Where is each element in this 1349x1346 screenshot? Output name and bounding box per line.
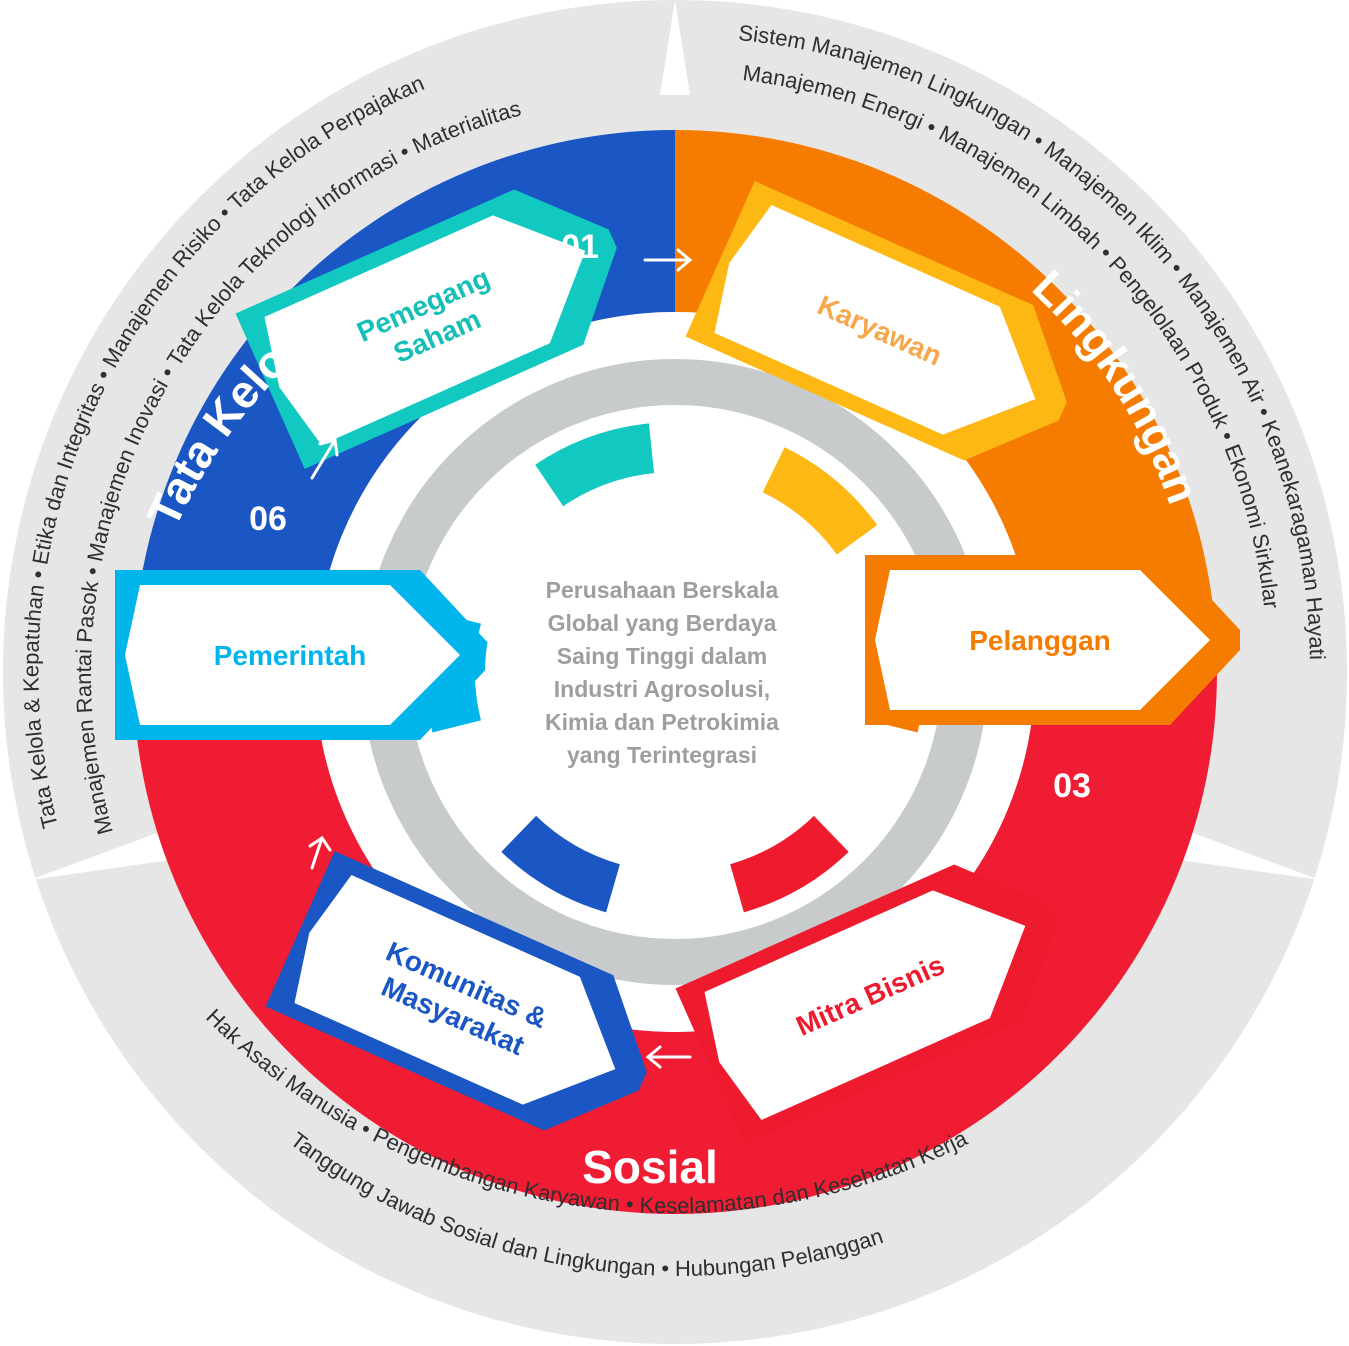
stakeholder-label: Pelanggan bbox=[969, 625, 1111, 656]
center-statement-line: Industri Agrosolusi, bbox=[554, 676, 770, 702]
petal-card bbox=[125, 585, 460, 725]
arrow-right-icon bbox=[643, 248, 693, 272]
inner-band-segment bbox=[730, 815, 849, 913]
stakeholder-number: 03 bbox=[1053, 767, 1091, 805]
petal-card bbox=[264, 215, 586, 445]
petal-card bbox=[704, 890, 1026, 1120]
petal-card bbox=[714, 205, 1036, 435]
stakeholder-petal: PemegangSaham bbox=[235, 189, 617, 469]
center-statement-line: Global yang Berdaya bbox=[548, 610, 777, 636]
stakeholder-number: 06 bbox=[249, 500, 287, 538]
stakeholder-number: 01 bbox=[561, 228, 599, 266]
stakeholder-petal: Pemerintah bbox=[115, 570, 490, 740]
petal-card bbox=[294, 875, 616, 1105]
inner-band-segment bbox=[535, 423, 655, 507]
center-statement-line: yang Terintegrasi bbox=[567, 742, 757, 768]
center-statement-line: Kimia dan Petrokimia bbox=[545, 709, 779, 735]
stakeholder-label-line: Pemerintah bbox=[214, 640, 367, 671]
inner-band-segment bbox=[501, 815, 620, 913]
stakeholder-number: 04 bbox=[733, 1030, 771, 1068]
stakeholder-petal: Karyawan bbox=[685, 181, 1067, 461]
ring-sector-sosial bbox=[133, 672, 1217, 1214]
flow-arrows bbox=[308, 248, 693, 1069]
stakeholder-number: 05 bbox=[336, 910, 374, 948]
outer-ring-gap-top bbox=[660, 0, 690, 95]
stakeholder-petal: Mitra Bisnis bbox=[675, 864, 1057, 1144]
stakeholder-petal: Pelanggan bbox=[865, 555, 1240, 725]
arrow-up-right-icon bbox=[310, 438, 339, 480]
center-statement-line: Saing Tinggi dalam bbox=[557, 643, 767, 669]
outer-ring-gap-right bbox=[1180, 830, 1320, 880]
stakeholder-label-line: Pelanggan bbox=[969, 625, 1111, 656]
center-statement-line: Perusahaan Berskala bbox=[546, 577, 779, 603]
arrow-up-icon bbox=[308, 835, 332, 870]
arrow-left-icon bbox=[645, 1045, 692, 1069]
stakeholder-label: Pemerintah bbox=[214, 640, 367, 671]
stakeholder-number: 02 bbox=[966, 348, 1004, 386]
pillar-title-sosial: Sosial bbox=[582, 1141, 718, 1193]
outer-ring-gap-left bbox=[30, 830, 170, 880]
stakeholder-petal: Komunitas &Masyarakat bbox=[265, 851, 647, 1131]
petal-card bbox=[875, 570, 1210, 710]
center-circle bbox=[485, 497, 835, 847]
inner-band-segment bbox=[762, 447, 878, 555]
